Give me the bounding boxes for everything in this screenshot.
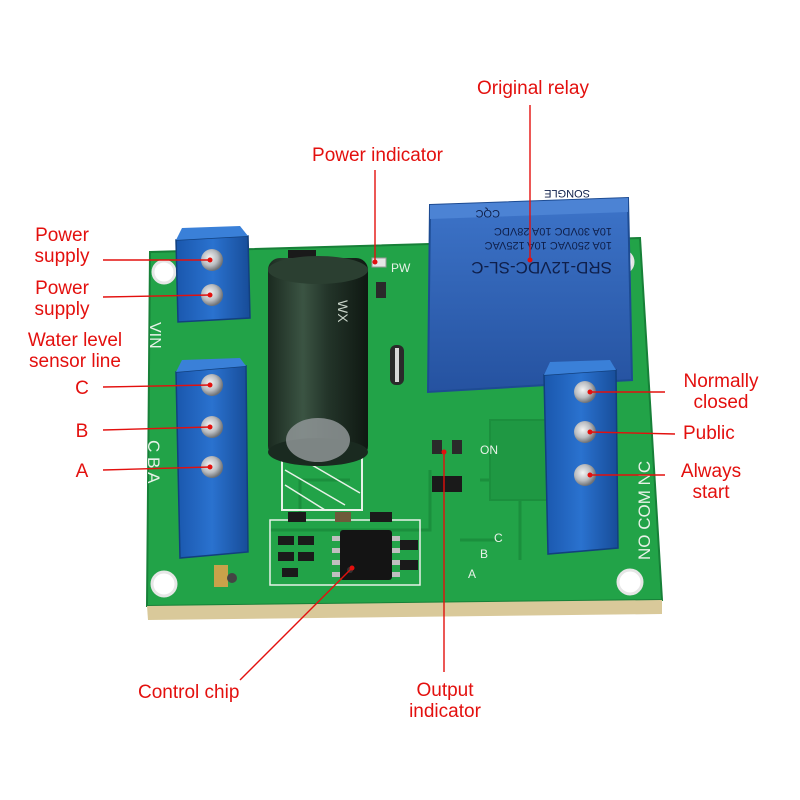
- leader-control-chip: [239, 567, 353, 681]
- leader-dots: [207, 257, 593, 571]
- label-normally-closed-line2: closed: [693, 392, 749, 413]
- label-power-indicator: Power indicator: [312, 145, 443, 166]
- relay-cqc: CQC: [476, 207, 501, 219]
- leader-c: [102, 384, 211, 388]
- capacitor: WX: [268, 256, 368, 466]
- leader-b: [102, 426, 211, 431]
- relay-brand: SONGLE: [544, 187, 590, 199]
- label-c: C: [75, 378, 89, 399]
- label-power-supply-2-line2: supply: [34, 299, 90, 320]
- mounting-hole: [150, 570, 178, 598]
- relay-model: SRD-12VDC-SL-C: [471, 258, 612, 277]
- label-public: Public: [683, 423, 735, 444]
- label-normally-closed-line1: Normally: [683, 371, 759, 392]
- label-a: A: [75, 461, 89, 482]
- label-b: B: [75, 421, 89, 442]
- silk-b: B: [480, 547, 488, 561]
- output-led: [432, 440, 442, 454]
- screw-terminal[interactable]: [574, 421, 596, 443]
- label-power-supply-2: Power supply: [22, 278, 102, 320]
- mounting-hole: [151, 259, 177, 285]
- label-output-indicator-line2: indicator: [409, 701, 481, 722]
- silk-cba: C B A: [144, 440, 163, 484]
- label-original-relay: Original relay: [477, 78, 589, 99]
- relay: SRD-12VDC-SL-C 10A 250VAC 10A 125VAC 10A…: [426, 187, 634, 394]
- terminal-block-relay: [543, 360, 619, 555]
- terminal-block-power: [175, 226, 251, 323]
- label-output-indicator-line1: Output: [416, 680, 474, 701]
- capacitor-marking: WX: [335, 300, 351, 323]
- screw-terminal[interactable]: [574, 464, 596, 486]
- label-power-supply-2-line1: Power: [35, 278, 89, 299]
- leader-power-supply-2: [102, 294, 211, 298]
- label-water-level: Water level sensor line: [10, 330, 140, 372]
- label-always-start-line2: start: [692, 482, 730, 503]
- screw-terminal[interactable]: [574, 381, 596, 403]
- label-output-indicator: Output indicator: [395, 680, 495, 722]
- control-chip: [332, 530, 400, 580]
- leader-a: [102, 466, 211, 471]
- silk-on: ON: [480, 443, 498, 457]
- label-control-chip: Control chip: [138, 682, 240, 703]
- silk-c: C: [494, 531, 503, 545]
- silk-nc-com-no: NO COM NC: [635, 461, 654, 560]
- terminal-block-sensor: [175, 358, 249, 559]
- label-water-level-line2: sensor line: [29, 351, 121, 372]
- relay-rating-1: 10A 250VAC 10A 125VAC: [485, 239, 612, 251]
- silk-pw: PW: [391, 261, 411, 275]
- label-power-supply-1-line2: supply: [34, 246, 90, 267]
- label-normally-closed: Normally closed: [668, 371, 774, 413]
- label-always-start: Always start: [668, 461, 754, 503]
- silkscreen: VIN C B A PW ON NO COM NC A B C: [144, 261, 654, 581]
- leader-public: [589, 431, 676, 435]
- silk-vin: VIN: [146, 322, 163, 349]
- mounting-hole: [616, 568, 644, 596]
- label-water-level-line1: Water level: [27, 330, 123, 351]
- leader-lines: [102, 105, 676, 681]
- relay-rating-2: 10A 30VDC 10A 28VDC: [494, 225, 612, 237]
- silk-a: A: [468, 567, 476, 581]
- label-power-supply-1-line1: Power: [35, 225, 89, 246]
- label-power-supply-1: Power supply: [22, 225, 102, 267]
- label-always-start-line1: Always: [680, 461, 742, 482]
